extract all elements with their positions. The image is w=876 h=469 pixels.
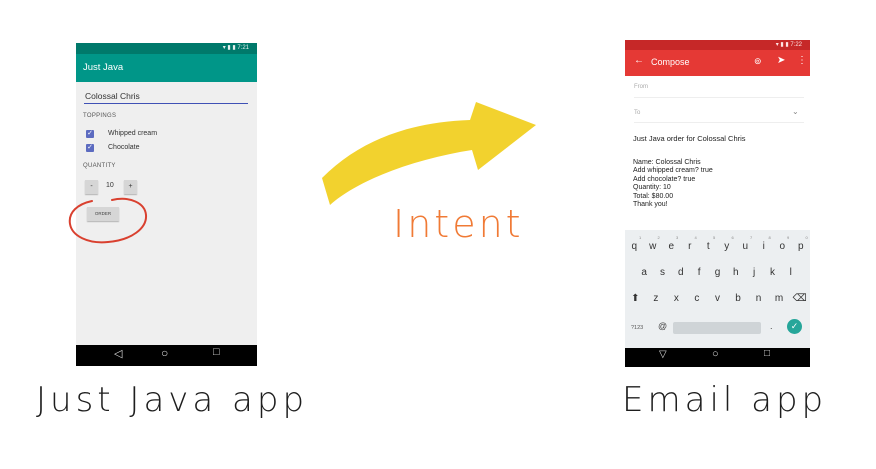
- back-icon[interactable]: ◁: [114, 348, 123, 360]
- key[interactable]: k: [769, 267, 775, 278]
- attach-icon[interactable]: ⊚: [754, 56, 762, 66]
- toppings-heading: TOPPINGS: [83, 113, 117, 119]
- key[interactable]: m: [774, 293, 784, 304]
- quantity-heading: QUANTITY: [83, 163, 116, 169]
- shift-icon[interactable]: ⬆: [631, 293, 640, 304]
- key[interactable]: s: [659, 267, 665, 278]
- home-icon[interactable]: ○: [712, 348, 719, 360]
- body-line: Name: Colossal Chris: [633, 159, 701, 166]
- compose-app-bar: [625, 50, 810, 76]
- compose-title: Compose: [651, 57, 690, 67]
- status-time: 7:21: [237, 45, 249, 51]
- just-java-phone: ▾ ▮ ▮ 7:21 Just Java Colossal Chris TOPP…: [76, 43, 257, 366]
- at-key[interactable]: @: [658, 321, 668, 331]
- whipped-cream-label: Whipped cream: [108, 130, 158, 137]
- space-bar[interactable]: [673, 322, 761, 334]
- app-title: Just Java: [83, 62, 124, 73]
- key[interactable]: c: [694, 293, 700, 304]
- body-line: Thank you!: [633, 201, 668, 209]
- key[interactable]: f: [697, 267, 701, 278]
- keyboard-row-2: a s d f g h j k l: [625, 267, 810, 278]
- home-icon[interactable]: ○: [161, 346, 169, 360]
- body-line: Add chocolate? true: [633, 175, 696, 183]
- name-input-underline: [84, 103, 248, 104]
- chocolate-checkbox[interactable]: ✓: [86, 144, 94, 152]
- recents-icon[interactable]: □: [764, 348, 771, 359]
- name-input[interactable]: Colossal Chris: [85, 91, 140, 101]
- key[interactable]: j: [753, 267, 756, 278]
- back-arrow-icon[interactable]: ←: [634, 55, 644, 66]
- key[interactable]: n: [755, 293, 762, 304]
- send-icon[interactable]: ➤: [777, 55, 786, 66]
- key[interactable]: h: [733, 267, 739, 278]
- key[interactable]: v: [714, 293, 720, 304]
- intent-label: Intent: [393, 202, 524, 246]
- key[interactable]: d: [678, 267, 684, 278]
- key[interactable]: b: [735, 293, 741, 304]
- to-field[interactable]: To: [634, 110, 641, 116]
- status-bar: ▾ ▮ ▮ 7:21: [76, 43, 257, 54]
- key[interactable]: x: [673, 293, 679, 304]
- from-field[interactable]: From: [634, 84, 648, 90]
- back-icon[interactable]: ▽: [659, 349, 667, 360]
- increment-button[interactable]: +: [124, 180, 137, 194]
- subject-field[interactable]: Just Java order for Colossal Chris: [633, 134, 746, 143]
- status-time: 7:22: [790, 42, 802, 48]
- divider: [634, 97, 804, 98]
- period-key[interactable]: .: [770, 321, 773, 331]
- navigation-bar: [76, 345, 257, 366]
- just-java-caption: Just Java app: [36, 380, 309, 420]
- divider: [634, 122, 804, 123]
- backspace-icon[interactable]: ⌫: [792, 293, 807, 304]
- key[interactable]: l: [789, 267, 792, 278]
- key[interactable]: g: [714, 267, 721, 278]
- app-bar: [76, 54, 257, 82]
- done-check-icon[interactable]: ✓: [787, 319, 802, 334]
- body-line: Quantity: 10: [633, 184, 671, 192]
- email-caption: Email app: [622, 380, 828, 420]
- symbols-key[interactable]: ?123: [631, 325, 644, 331]
- whipped-cream-checkbox[interactable]: ✓: [86, 130, 94, 138]
- chocolate-label: Chocolate: [108, 144, 140, 151]
- decrement-button[interactable]: -: [85, 180, 98, 194]
- key[interactable]: a: [641, 267, 647, 278]
- chevron-down-icon[interactable]: ⌄: [792, 107, 799, 116]
- quantity-value: 10: [106, 182, 114, 189]
- recents-icon[interactable]: □: [213, 346, 220, 358]
- body-line: Total: $80.00: [633, 192, 674, 200]
- order-button[interactable]: ORDER: [87, 207, 119, 221]
- body-line: Add whipped cream? true: [633, 167, 713, 175]
- more-icon[interactable]: ⋮: [797, 55, 807, 66]
- intent-arrow: [322, 102, 536, 205]
- message-body[interactable]: Name: Colossal Chris Add whipped cream? …: [633, 159, 803, 209]
- keyboard-row-3: ⬆ z x c v b n m ⌫: [625, 293, 810, 304]
- key[interactable]: z: [653, 293, 659, 304]
- email-phone: ▾ ▮ ▮ 7:22 ← Compose ⊚ ➤ ⋮ From To ⌄ Jus…: [625, 40, 810, 367]
- order-highlight-circle: [68, 197, 148, 244]
- navigation-bar: [625, 348, 810, 367]
- status-bar: ▾ ▮ ▮ 7:22: [625, 40, 810, 50]
